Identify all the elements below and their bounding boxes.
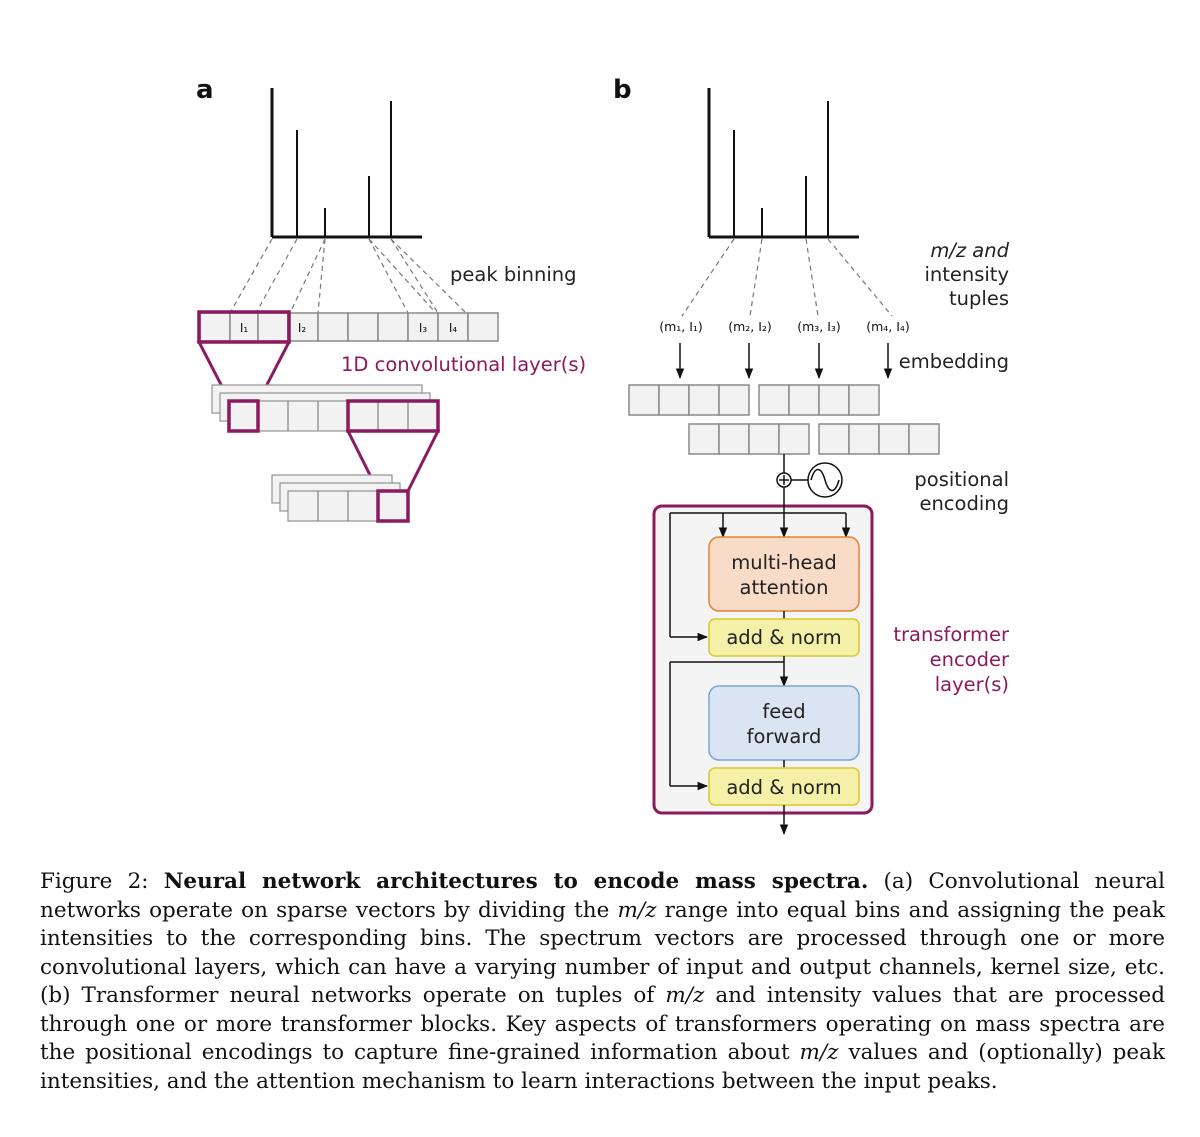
- bin-label-1: I₁: [240, 321, 249, 335]
- caption-mz-2: m/z: [665, 983, 705, 1008]
- tuple-lines: [681, 238, 893, 317]
- bin-label-2: I₂: [298, 321, 307, 335]
- conv-output-cell-2: [376, 489, 410, 523]
- spectrum-a: [270, 88, 422, 239]
- feature-maps-1: [211, 384, 439, 432]
- mha-line-1: multi-head: [731, 551, 837, 574]
- caption-lead: Neural network architectures to encode m…: [163, 869, 869, 894]
- mha-line-2: attention: [740, 576, 829, 599]
- ff-line-1: feed: [762, 700, 805, 723]
- transformer-label-line-3: layer(s): [935, 673, 1009, 696]
- caption-text-3: and intensity values that are processed …: [40, 983, 1165, 1065]
- spectrum-b: [707, 88, 859, 239]
- add-norm-label-1: add & norm: [726, 626, 841, 649]
- positional-label-line-1: positional: [914, 468, 1009, 491]
- tuple-1: (m₁, I₁): [659, 319, 703, 334]
- tuples-label: m/z and intensity tuples: [924, 239, 1009, 310]
- embedding-label: embedding: [899, 350, 1009, 373]
- peak-binning-label: peak binning: [450, 263, 576, 286]
- tuples: (m₁, I₁) (m₂, I₂) (m₃, I₃) (m₄, I₄): [659, 319, 910, 334]
- embedding-vectors: [628, 384, 940, 455]
- caption-mz-3: m/z: [799, 1040, 839, 1065]
- binning-lines: [229, 238, 467, 314]
- multi-head-attention-box: [708, 536, 860, 612]
- caption-text-4: values and (optionally) peak intensities…: [40, 1040, 1165, 1094]
- conv-layer-label: 1D convolutional layer(s): [341, 353, 586, 376]
- caption-text-2: range into equal bins and assigning the …: [40, 897, 1165, 1009]
- panel-a-label: a: [196, 75, 214, 105]
- tuple-2: (m₂, I₂): [728, 319, 772, 334]
- tuple-4: (m₄, I₄): [866, 319, 910, 334]
- tuple-3: (m₃, I₃): [797, 319, 841, 334]
- transformer-label-line-2: encoder: [930, 648, 1010, 671]
- figure-diagram: a peak binning I₁ I₂ I₃ I₄: [196, 75, 1010, 836]
- transformer-label: transformer encoder layer(s): [893, 623, 1010, 696]
- positional-label-line-2: encoding: [919, 492, 1009, 515]
- feed-forward-box: [708, 685, 860, 761]
- ff-line-2: forward: [747, 725, 822, 748]
- tuples-label-line-3: tuples: [949, 287, 1009, 310]
- caption-mz-1: m/z: [617, 897, 657, 923]
- transformer-label-line-1: transformer: [893, 623, 1010, 646]
- conv-output-cell-1: [227, 399, 260, 433]
- figure-caption: Figure 2: Neural network architectures t…: [40, 868, 1165, 1096]
- embedding-arrows: [675, 343, 893, 380]
- tuples-label-line-2: intensity: [924, 263, 1009, 286]
- bin-label-4: I₄: [449, 321, 458, 335]
- bin-label-3: I₃: [419, 321, 428, 335]
- binned-vector: [199, 312, 499, 342]
- feature-maps-2: [271, 474, 409, 522]
- caption-text-1: (a) Convolutional neural networks operat…: [40, 869, 1165, 923]
- caption-prefix: Figure 2:: [40, 869, 164, 894]
- positional-encoding-label: positional encoding: [914, 468, 1009, 515]
- bin-labels: I₁ I₂ I₃ I₄: [240, 321, 458, 335]
- tuples-label-line-1: m/z and: [930, 239, 1009, 262]
- panel-b-label: b: [613, 75, 632, 105]
- add-norm-label-2: add & norm: [726, 776, 841, 799]
